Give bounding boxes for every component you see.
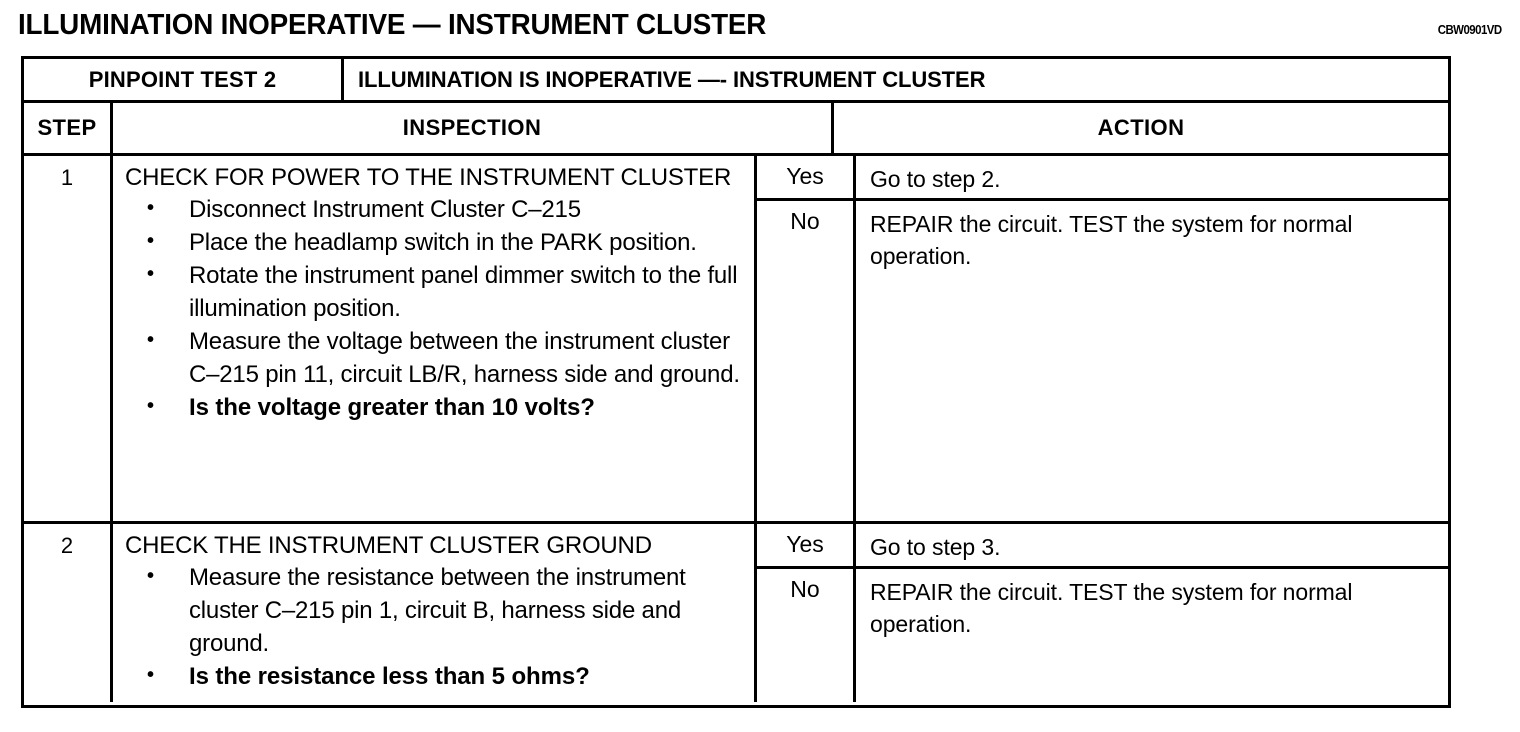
answer-text-no: REPAIR the circuit. TEST the system for …: [870, 579, 1353, 637]
column-header-inspection: INSPECTION: [402, 115, 542, 140]
answer-text-no: REPAIR the circuit. TEST the system for …: [870, 211, 1353, 269]
step-inspection-cell: CHECK THE INSTRUMENT CLUSTER GROUND Meas…: [113, 524, 757, 702]
step-number: 2: [60, 533, 74, 558]
inspection-bullet-list: Measure the resistance between the instr…: [125, 560, 746, 693]
inspection-heading: CHECK FOR POWER TO THE INSTRUMENT CLUSTE…: [125, 164, 732, 191]
answer-label-no-cell: No: [757, 201, 856, 524]
step-action-cell: Yes Go to step 2. No REPAIR the circuit.…: [757, 156, 1448, 524]
table-column-header-row: STEP INSPECTION ACTION: [24, 103, 1448, 156]
answer-label-no: No: [790, 208, 820, 234]
step-number-cell: 1: [24, 156, 113, 521]
list-item: Place the headlamp switch in the PARK po…: [125, 225, 746, 259]
answer-label-yes-cell: Yes: [757, 156, 856, 198]
step-inspection-cell: CHECK FOR POWER TO THE INSTRUMENT CLUSTE…: [113, 156, 757, 521]
column-header-action: ACTION: [1097, 115, 1185, 140]
step-number-cell: 2: [24, 524, 113, 702]
document-title-row: ILLUMINATION INOPERATIVE — INSTRUMENT CL…: [18, 8, 1503, 46]
column-header-inspection-cell: INSPECTION: [113, 103, 834, 153]
document-code: CBW0901VD: [1438, 22, 1502, 37]
column-header-step-cell: STEP: [24, 103, 113, 153]
step-action-cell: Yes Go to step 3. No REPAIR the circuit.…: [757, 524, 1448, 702]
answer-label-yes: Yes: [786, 163, 824, 189]
column-header-step: STEP: [37, 115, 97, 140]
answer-row-yes: Yes Go to step 3.: [757, 524, 1448, 569]
page-title: ILLUMINATION INOPERATIVE — INSTRUMENT CL…: [18, 9, 767, 41]
answer-label-no: No: [790, 576, 820, 602]
answer-label-yes: Yes: [786, 531, 824, 557]
pinpoint-test-label: PINPOINT TEST 2: [88, 66, 277, 92]
answer-row-no: No REPAIR the circuit. TEST the system f…: [757, 569, 1448, 702]
inspection-bullet-list: Disconnect Instrument Cluster C–215 Plac…: [125, 192, 746, 424]
table-row: 2 CHECK THE INSTRUMENT CLUSTER GROUND Me…: [24, 524, 1448, 702]
column-header-action-cell: ACTION: [834, 103, 1448, 153]
answer-label-no-cell: No: [757, 569, 856, 702]
list-item-question: Is the resistance less than 5 ohms?: [125, 659, 746, 693]
answer-label-yes-cell: Yes: [757, 524, 856, 566]
step-number: 1: [60, 165, 74, 190]
inspection-heading: CHECK THE INSTRUMENT CLUSTER GROUND: [125, 532, 652, 559]
table-banner: PINPOINT TEST 2 ILLUMINATION IS INOPERAT…: [24, 59, 1448, 103]
answer-text-yes: Go to step 2.: [870, 166, 1001, 192]
list-item: Rotate the instrument panel dimmer switc…: [125, 258, 746, 325]
pinpoint-test-label-cell: PINPOINT TEST 2: [24, 59, 344, 100]
list-item-question: Is the voltage greater than 10 volts?: [125, 390, 746, 424]
pinpoint-test-title-cell: ILLUMINATION IS INOPERATIVE —- INSTRUMEN…: [344, 59, 1448, 100]
table-row: 1 CHECK FOR POWER TO THE INSTRUMENT CLUS…: [24, 156, 1448, 524]
pinpoint-test-title: ILLUMINATION IS INOPERATIVE —- INSTRUMEN…: [358, 66, 986, 92]
answer-row-no: No REPAIR the circuit. TEST the system f…: [757, 201, 1448, 524]
list-item: Measure the resistance between the instr…: [125, 560, 746, 660]
answer-text-yes: Go to step 3.: [870, 534, 1001, 560]
list-item: Disconnect Instrument Cluster C–215: [125, 192, 746, 226]
list-item: Measure the voltage between the instrume…: [125, 324, 746, 391]
pinpoint-test-table: PINPOINT TEST 2 ILLUMINATION IS INOPERAT…: [21, 56, 1451, 708]
answer-row-yes: Yes Go to step 2.: [757, 156, 1448, 201]
